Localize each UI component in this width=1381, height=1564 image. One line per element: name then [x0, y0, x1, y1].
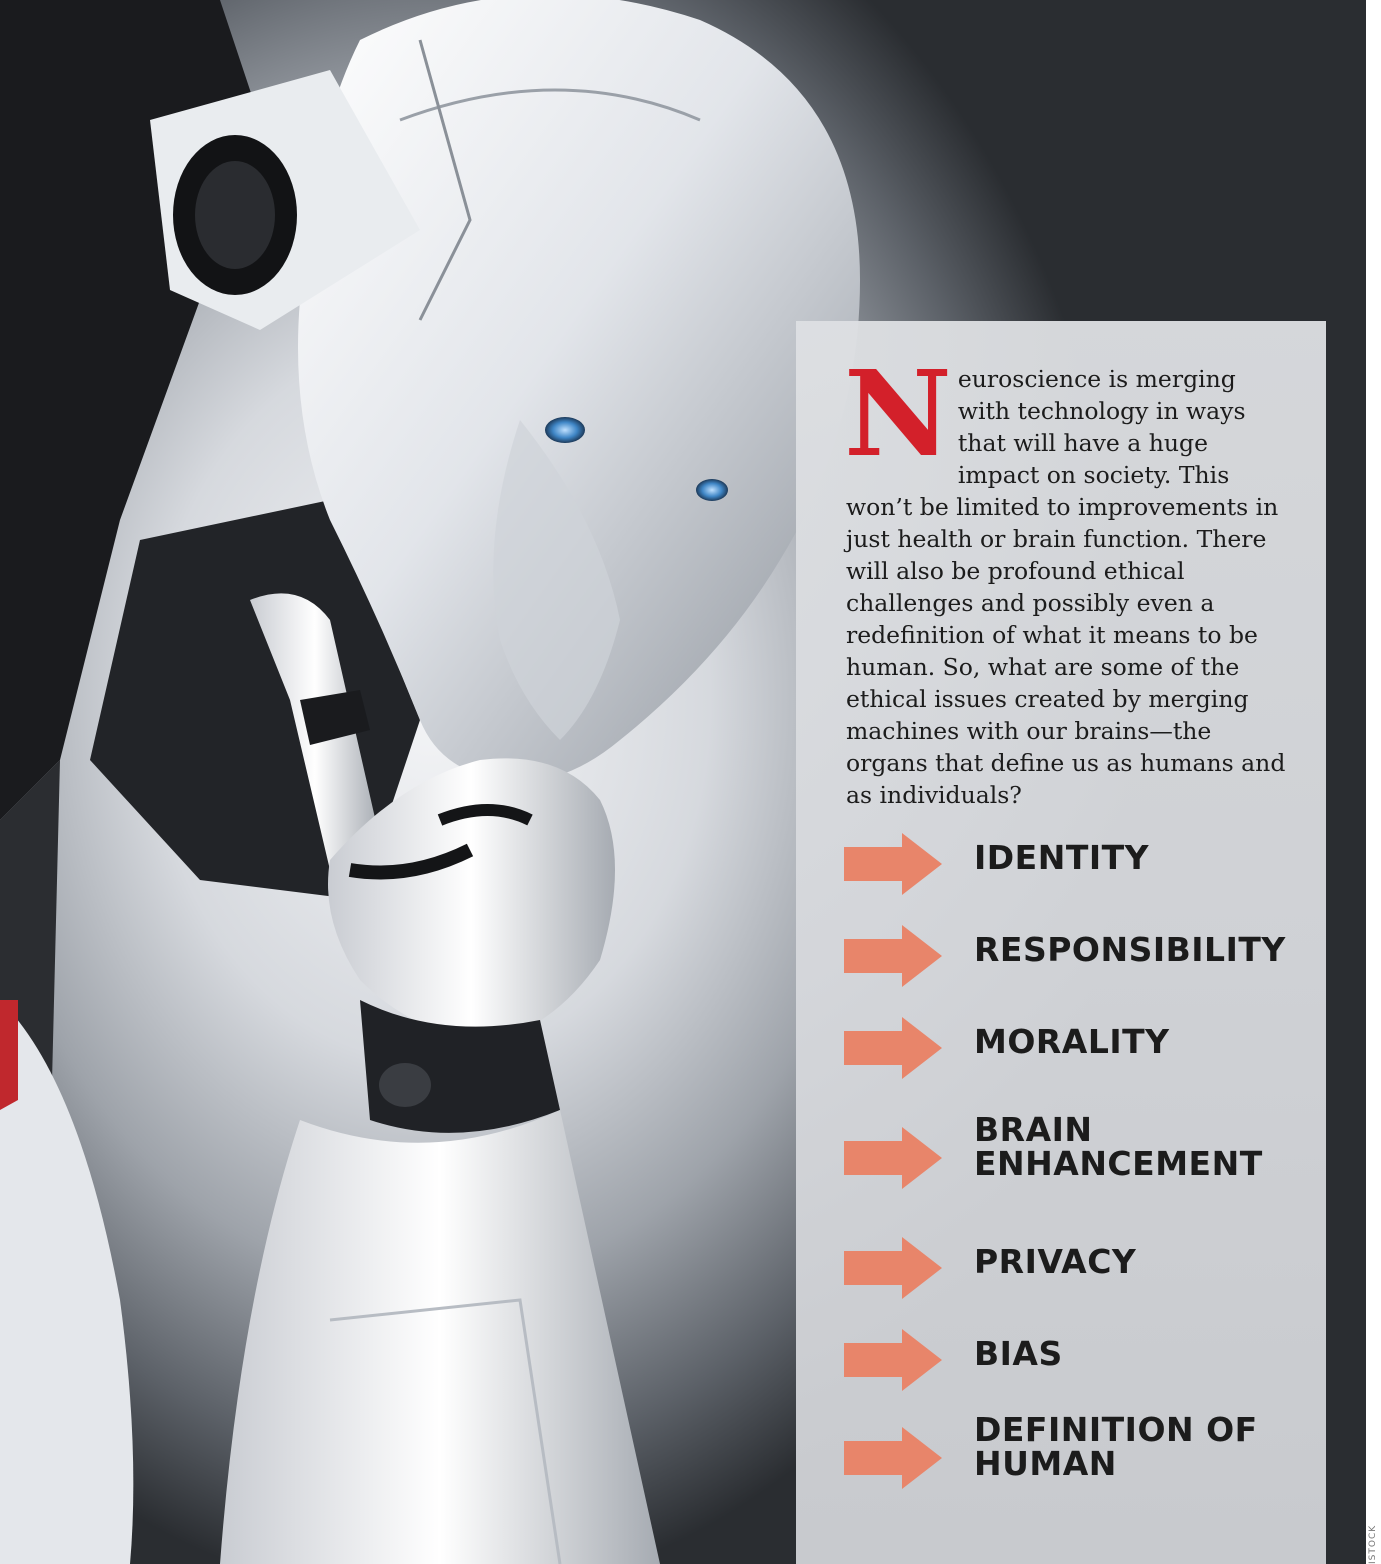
topic-item: PRIVACY: [844, 1237, 1324, 1307]
arrow-right-icon: [844, 833, 942, 895]
arrow-right-icon: [844, 1127, 942, 1189]
arrow-right-icon: [844, 1017, 942, 1079]
arrow-right-icon: [844, 1329, 942, 1391]
topic-item: BRAIN ENHANCEMENT: [844, 1113, 1324, 1197]
page-margin: [1366, 0, 1381, 1564]
topic-label: DEFINITION OF HUMAN: [974, 1410, 1258, 1483]
arrow-right-icon: [844, 1427, 942, 1489]
photo-credit: ISTOCK: [1368, 1524, 1378, 1564]
topic-label: RESPONSIBILITY: [974, 930, 1286, 969]
topic-item: IDENTITY: [844, 833, 1324, 903]
topic-label: MORALITY: [974, 1022, 1170, 1061]
topic-label: IDENTITY: [974, 838, 1150, 877]
topic-item: RESPONSIBILITY: [844, 925, 1324, 995]
topic-item: BIAS: [844, 1329, 1324, 1399]
topic-item: MORALITY: [844, 1017, 1324, 1087]
topic-item: DEFINITION OF HUMAN: [844, 1413, 1324, 1497]
arrow-right-icon: [844, 1237, 942, 1299]
drop-cap: N: [844, 344, 952, 483]
topic-label: BRAIN ENHANCEMENT: [974, 1110, 1263, 1183]
intro-text: euroscience is merging with technology i…: [846, 365, 1286, 809]
topic-label: PRIVACY: [974, 1242, 1137, 1281]
arrow-right-icon: [844, 925, 942, 987]
topic-label: BIAS: [974, 1334, 1063, 1373]
